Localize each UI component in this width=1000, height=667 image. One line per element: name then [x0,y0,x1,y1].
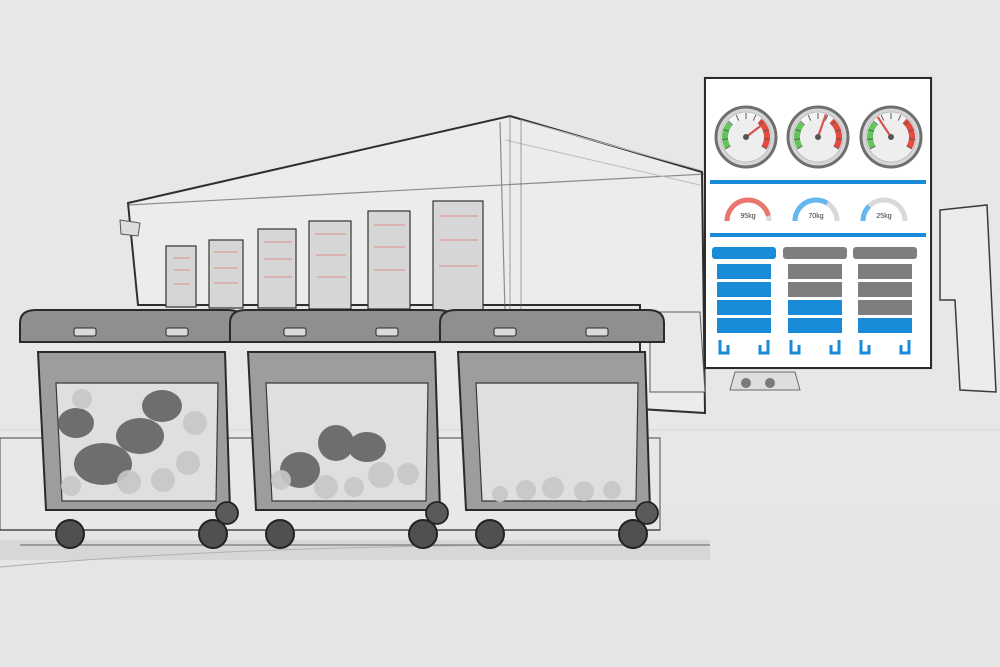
bin-icon-2 [783,247,847,355]
fill-gauge-1 [714,105,778,169]
gauge-needle [876,116,892,138]
gauge-tick [824,114,829,121]
bin-level-segment [788,282,842,297]
gauge-tick [872,120,878,126]
gauge-green-zone [722,121,733,149]
gauge-needle [745,121,766,138]
bin-level-segment [858,282,912,297]
fill-gauge-2 [786,105,850,169]
gauge-tick [722,138,729,141]
gauge-tick [868,129,875,132]
warehouse-doors [165,200,484,312]
bin-level-segment [858,300,912,315]
gauge-tick [833,145,840,150]
bin-leg-left [718,340,730,355]
gauge-tick [794,138,801,141]
bin-level-segment [717,300,771,315]
weight-indicators: 95kg 70kg 25kg [724,197,908,222]
bin-leg-left [789,340,801,355]
gauge-tick [831,120,837,126]
weight-indicator-3: 25kg [860,197,908,222]
gauge-tick [795,129,802,132]
bin-level-segment [858,264,912,279]
gauge-tick [762,129,769,132]
gauge-tick [880,114,885,121]
bin-level-segment [717,282,771,297]
gauge-tick [907,129,914,132]
gauge-green-zone [794,121,805,149]
gauge-green-zone [867,121,878,149]
gauge-tick [799,120,805,126]
gauge-tick [807,114,812,121]
weight-fill [724,197,771,222]
bin-level-segment [788,318,842,333]
weight-label: 95kg [740,213,755,220]
gauge-middle-zone [799,113,834,126]
dashboard-graphics: 95kg 70kg 25kg [710,105,926,355]
gauge-tick [761,145,768,150]
gauge-tick [867,138,874,141]
fill-level-dashboard: 95kg 70kg 25kg [704,77,932,369]
bin-level-segment [717,264,771,279]
bin-leg-right [899,340,911,355]
bin-level-segment [858,318,912,333]
bin-icon-3 [853,247,917,355]
gauge-pivot [743,134,749,140]
bin-leg-right [829,340,841,355]
bin-level-segment [788,264,842,279]
gauge-tick [727,120,733,126]
gauge-tick [835,138,842,141]
gauge-tick [869,145,876,150]
gauge-tick [904,120,910,126]
gauge-tick [735,114,740,121]
weight-indicator-1: 95kg [724,197,772,222]
bin-leg-right [758,340,770,355]
gauge-tick [759,120,765,126]
fill-gauge-3 [859,105,923,169]
gauge-tick [752,114,757,121]
gauge-pivot [888,134,894,140]
weight-label: 70kg [808,213,823,220]
gauge-tick [906,145,913,150]
bin-level-segment [717,318,771,333]
bin-icon-1 [712,247,776,355]
gauge-pivot [815,134,821,140]
gauge-middle-zone [727,113,762,126]
gauge-tick [908,138,915,141]
bin-lid [783,247,847,259]
gauge-tick [796,145,803,150]
weight-label: 25kg [876,213,891,220]
gauge-tick [763,138,770,141]
gauge-tick [834,129,841,132]
gauge-tick [897,114,902,121]
weight-indicator-2: 70kg [792,197,840,222]
weight-fill [792,197,829,222]
bin-lid [712,247,776,259]
gauge-tick [723,129,730,132]
gauge-needle [816,113,827,138]
fill-gauges [714,105,923,169]
bin-leg-left [859,340,871,355]
bin-lid [853,247,917,259]
bin-level-segment [788,300,842,315]
bin-level-icons [712,247,917,355]
weight-fill [860,204,872,222]
gauge-middle-zone [872,113,907,126]
physical-dumpsters [19,309,665,549]
gauge-tick [724,145,731,150]
